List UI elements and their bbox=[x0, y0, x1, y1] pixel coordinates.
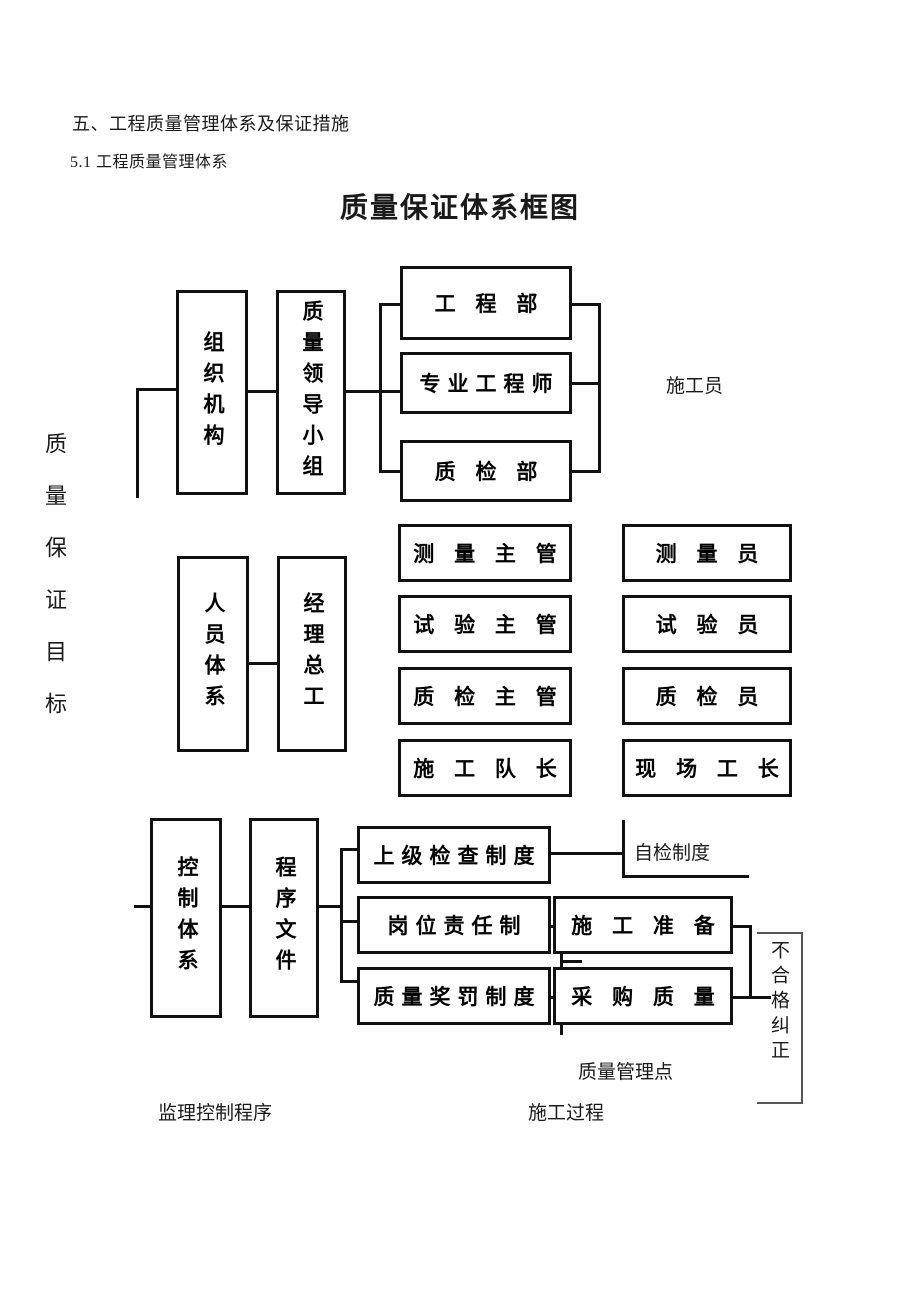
collector-group1-branch-3 bbox=[569, 470, 601, 473]
box-post-responsibility-system: 岗位责任制 bbox=[357, 896, 551, 954]
label-construction-process: 施工过程 bbox=[528, 1103, 605, 1124]
subsection-heading: 5.1 工程质量管理体系 bbox=[70, 154, 229, 171]
box-inspector: 质 检 员 bbox=[622, 667, 792, 725]
connector-leadgroup-out bbox=[344, 390, 382, 393]
side-vertical-label: 质量保证目标 bbox=[42, 432, 67, 744]
collector-group1-branch-2 bbox=[569, 382, 601, 385]
box-organization-structure: 组织机构 bbox=[176, 290, 248, 495]
connector-control-to-procedure bbox=[220, 905, 252, 908]
label-supervision-control-procedure: 监理控制程序 bbox=[158, 1103, 273, 1124]
box-tester: 试 验 员 bbox=[622, 595, 792, 653]
selfcheck-vertical bbox=[622, 820, 625, 878]
label-self-inspection-system: 自检制度 bbox=[634, 843, 711, 864]
box-inspection-supervisor: 质 检 主 管 bbox=[398, 667, 572, 725]
box-test-supervisor: 试 验 主 管 bbox=[398, 595, 572, 653]
box-control-system: 控制体系 bbox=[150, 818, 222, 1018]
box-survey-supervisor: 测 量 主 管 bbox=[398, 524, 572, 582]
collector-process-branch-2 bbox=[730, 996, 752, 999]
box-professional-engineer: 专业工程师 bbox=[400, 352, 572, 414]
box-procedure-documents: 程序文件 bbox=[249, 818, 319, 1018]
fan-group3-branch-3 bbox=[340, 980, 362, 983]
box-quality-inspection-department: 质 检 部 bbox=[400, 440, 572, 502]
fan-group1-vertical bbox=[379, 303, 382, 473]
label-site-worker: 施工员 bbox=[666, 376, 724, 397]
collector-process-branch-1 bbox=[730, 925, 752, 928]
box-manager-chief-engineer: 经理总工 bbox=[277, 556, 347, 752]
spine-group3-stub bbox=[134, 905, 154, 908]
connector-to-nonconformance bbox=[749, 996, 771, 999]
fan-group3-in bbox=[317, 905, 343, 908]
box-surveyor: 测 量 员 bbox=[622, 524, 792, 582]
label-nonconformance-correction: 不合格纠正 bbox=[768, 940, 789, 1065]
section-heading: 五、工程质量管理体系及保证措施 bbox=[72, 114, 350, 134]
connector-org-to-leadgroup bbox=[246, 390, 278, 393]
box-quality-reward-penalty-system: 质量奖罚制度 bbox=[357, 967, 551, 1025]
spine-group1-vertical bbox=[136, 388, 139, 498]
fan-group1-branch-1 bbox=[379, 303, 403, 306]
label-quality-control-point: 质量管理点 bbox=[578, 1062, 674, 1083]
box-personnel-system: 人员体系 bbox=[177, 556, 249, 752]
collector-process-vertical bbox=[749, 925, 752, 999]
box-site-foreman: 现 场 工 长 bbox=[622, 739, 792, 797]
spine-group1-stub bbox=[136, 388, 178, 391]
box-quality-leadership-group: 质量领导小组 bbox=[276, 290, 346, 495]
fan-group1-branch-2 bbox=[379, 390, 403, 393]
collector-group1-branch-1 bbox=[569, 303, 601, 306]
fan-group3-vertical bbox=[340, 848, 343, 983]
bracket-nonconformance bbox=[757, 932, 803, 1104]
selfcheck-horizontal bbox=[622, 875, 749, 878]
process-left-branch bbox=[560, 960, 582, 963]
collector-group1-vertical bbox=[598, 303, 601, 473]
connector-personnel-to-manager bbox=[247, 662, 279, 665]
fan-group1-branch-3 bbox=[379, 470, 403, 473]
connector-superior-to-selfcheck bbox=[549, 852, 625, 855]
box-engineering-department: 工 程 部 bbox=[400, 266, 572, 340]
box-construction-preparation: 施 工 准 备 bbox=[553, 896, 733, 954]
fan-group3-branch-2 bbox=[340, 920, 362, 923]
box-procurement-quality: 采 购 质 量 bbox=[553, 967, 733, 1025]
fan-group3-branch-1 bbox=[340, 848, 362, 851]
box-superior-inspection-system: 上级检查制度 bbox=[357, 826, 551, 884]
box-construction-team-leader: 施 工 队 长 bbox=[398, 739, 572, 797]
chart-title: 质量保证体系框图 bbox=[339, 192, 580, 223]
